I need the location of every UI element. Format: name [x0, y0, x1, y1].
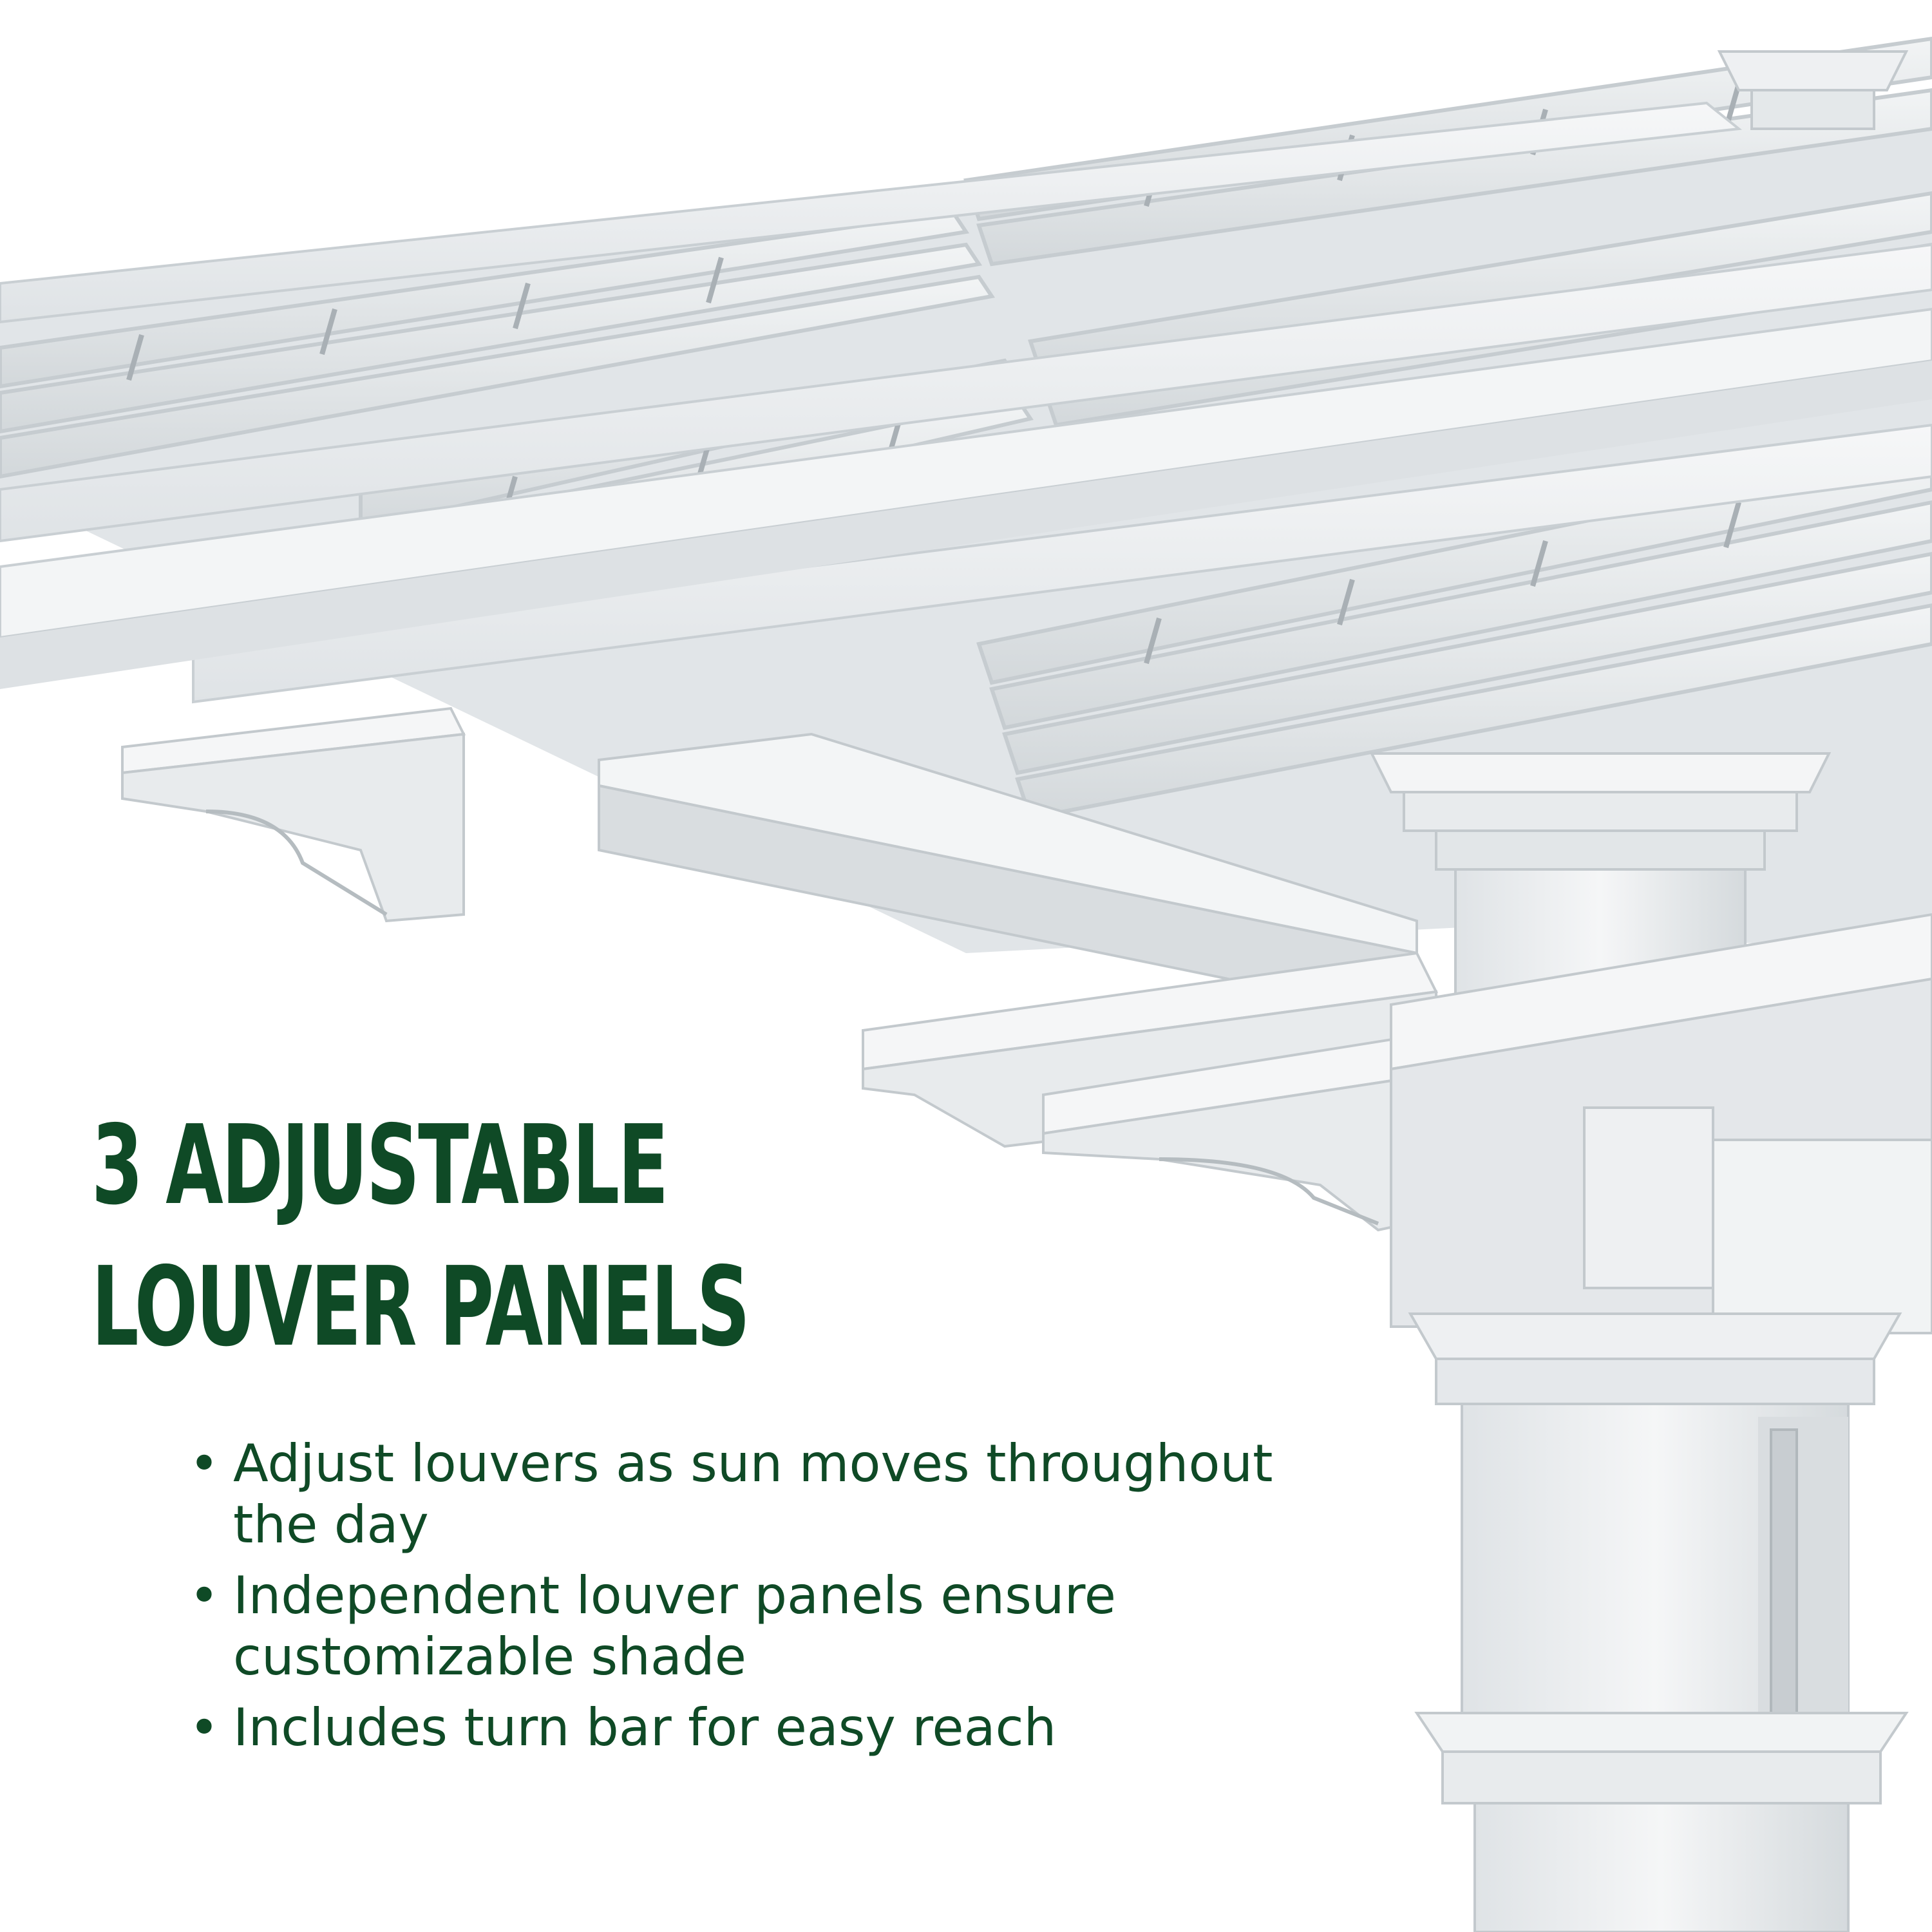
- bullet-icon: •: [189, 1566, 220, 1625]
- feature-item: • Independent louver panels ensure custo…: [188, 1565, 1347, 1687]
- post-trim: [1414, 1712, 1909, 1932]
- headline-line-1: 3 ADJUSTABLE: [91, 1102, 668, 1229]
- headline-line-2: LOUVER PANELS: [91, 1244, 750, 1371]
- feature-list: • Adjust louvers as sun moves throughout…: [188, 1433, 1347, 1768]
- headline: 3 ADJUSTABLE LOUVER PANELS: [91, 1095, 750, 1378]
- feature-item: • Adjust louvers as sun moves throughout…: [188, 1433, 1347, 1555]
- back-post-cap: [1717, 50, 1909, 130]
- feature-item: • Includes turn bar for easy reach: [188, 1697, 1347, 1758]
- back-rail: [0, 101, 1743, 324]
- front-rail: [192, 423, 1932, 704]
- rafter-4: [1042, 1028, 1471, 1232]
- feature-text: Adjust louvers as sun moves throughout t…: [233, 1434, 1273, 1555]
- bullet-icon: •: [189, 1698, 220, 1757]
- middle-rail: [0, 243, 1932, 543]
- left-beam: [0, 307, 1932, 689]
- feature-text: Independent louver panels ensure customi…: [233, 1566, 1116, 1687]
- feature-text: Includes turn bar for easy reach: [233, 1698, 1057, 1757]
- rafter-1: [121, 706, 466, 923]
- bullet-icon: •: [189, 1434, 220, 1493]
